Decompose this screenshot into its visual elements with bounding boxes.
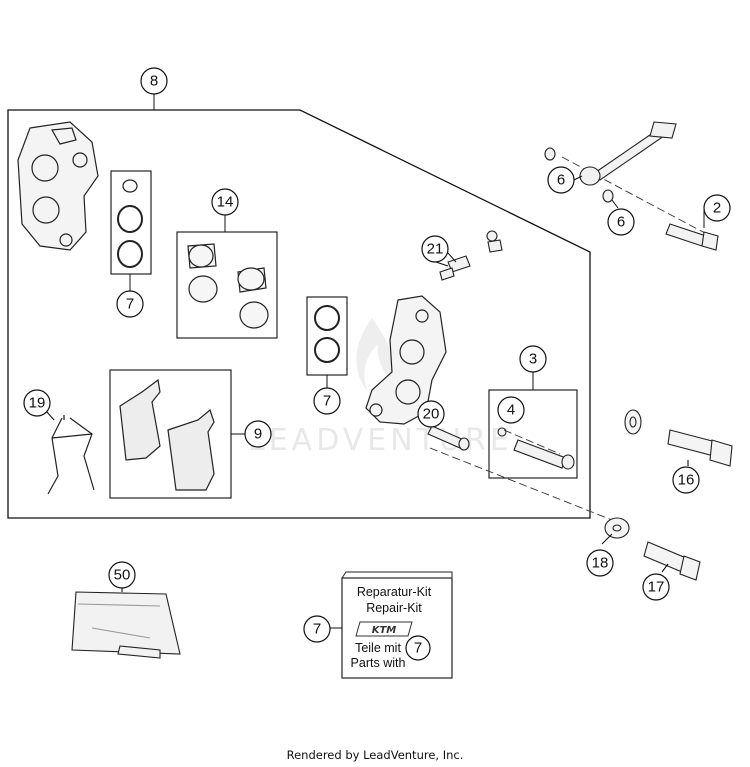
callout-16: 16 — [672, 466, 700, 494]
callout-21-label: 21 — [427, 241, 444, 258]
callout-7-d: 7 — [405, 635, 431, 661]
callout-7-c-label: 7 — [313, 621, 321, 638]
footer-credit: Rendered by LeadVenture, Inc. — [286, 748, 464, 762]
callout-18: 18 — [586, 549, 614, 577]
callout-7-a: 7 — [116, 290, 144, 318]
callout-50: 50 — [108, 561, 136, 589]
callout-4: 4 — [497, 396, 525, 424]
repair-kit-line-4: Parts with — [351, 656, 406, 670]
callout-19-label: 19 — [29, 395, 46, 412]
caliper-body-left — [17, 121, 99, 251]
callout-14: 14 — [211, 188, 239, 216]
callout-21: 21 — [421, 235, 449, 263]
repair-kit-line-2: Repair-Kit — [366, 601, 422, 615]
callout-19: 19 — [23, 389, 51, 417]
assembly-axis-lines — [429, 156, 719, 521]
caliper-body-right — [365, 295, 447, 425]
seal-kit-box-2 — [306, 296, 348, 388]
piston-kit-box — [176, 214, 278, 339]
callout-16-label: 16 — [678, 472, 695, 489]
pad-spring — [47, 415, 95, 495]
callout-6-b-label: 6 — [617, 214, 625, 231]
repair-kit-box: Reparatur-Kit Repair-Kit KTM Teile mit P… — [330, 571, 453, 679]
callout-4-label: 4 — [507, 402, 515, 419]
callout-17: 17 — [642, 573, 670, 601]
brake-pads-box — [109, 369, 245, 499]
callout-9: 9 — [244, 420, 272, 448]
washer-and-pin-16 — [624, 409, 733, 467]
callout-8: 8 — [140, 67, 168, 95]
washer-18 — [601, 517, 630, 545]
bleed-screw — [435, 230, 503, 281]
callout-9-label: 9 — [254, 426, 262, 443]
ktm-logo: KTM — [355, 621, 413, 637]
pin-17 — [643, 541, 701, 581]
assembly-outline — [7, 109, 591, 519]
callout-3: 3 — [519, 345, 547, 373]
callout-6-b: 6 — [607, 208, 635, 236]
slide-pin-20 — [427, 425, 470, 451]
callout-2-label: 2 — [713, 200, 721, 217]
callout-2: 2 — [703, 194, 731, 222]
callout-50-label: 50 — [114, 567, 131, 584]
callout-20: 20 — [417, 400, 445, 428]
watermark-text: LEADVENTURE — [248, 423, 513, 458]
callout-7-d-label: 7 — [414, 640, 422, 657]
callout-6-a: 6 — [547, 166, 575, 194]
repair-kit-line-3: Teile mit — [355, 641, 401, 655]
callout-17-label: 17 — [648, 579, 665, 596]
callout-20-label: 20 — [423, 406, 440, 423]
callout-7-b-label: 7 — [323, 393, 331, 410]
callout-6-a-label: 6 — [557, 172, 565, 189]
repair-kit-line-1: Reparatur-Kit — [357, 585, 432, 599]
callout-18-label: 18 — [592, 555, 609, 572]
watermark-flame-icon — [356, 318, 396, 392]
callout-8-label: 8 — [150, 73, 158, 90]
hardware-kit-box — [488, 372, 578, 479]
grease-pack — [71, 583, 181, 659]
callout-3-label: 3 — [529, 351, 537, 368]
callout-7-a-label: 7 — [126, 296, 134, 313]
callout-7-c: 7 — [303, 615, 331, 643]
callout-14-label: 14 — [217, 194, 234, 211]
seal-kit-box — [110, 170, 152, 292]
brake-line-banjo — [544, 121, 719, 251]
ktm-logo-text: KTM — [372, 625, 397, 636]
callout-7-b: 7 — [313, 387, 341, 415]
